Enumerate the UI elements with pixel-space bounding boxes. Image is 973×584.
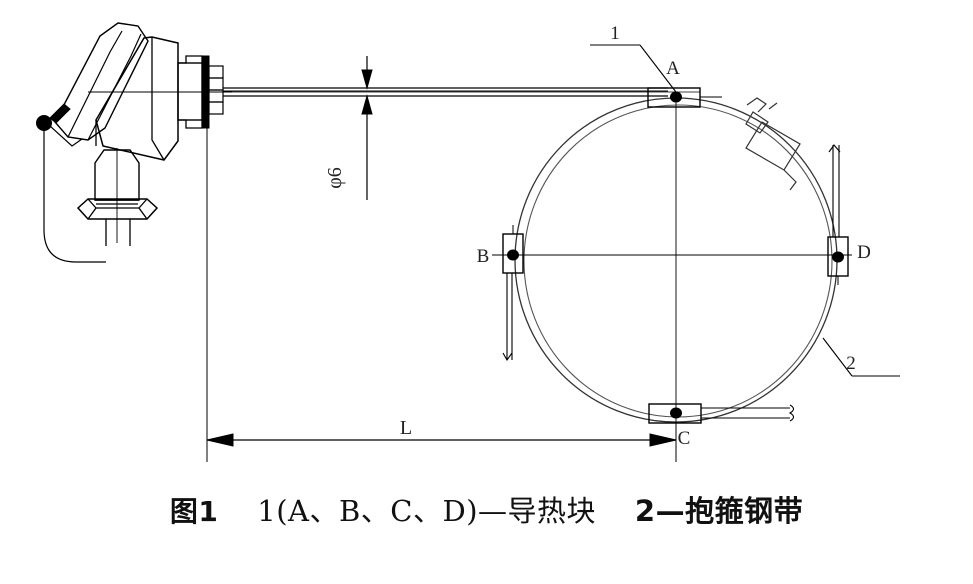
process-connection-nut: [76, 149, 159, 246]
block-c-label: C: [678, 428, 691, 449]
figure-caption: 图1 1(A、B、C、D)—导热块 2—抱箍钢带: [0, 488, 973, 530]
callout-1-leader: [590, 44, 680, 97]
block-d-label: D: [857, 242, 871, 263]
callout-1-label: 1: [610, 23, 620, 44]
diameter-label: φ6: [324, 167, 346, 189]
caption-item-1: 1(A、B、C、D)—导热块: [257, 494, 597, 528]
block-b: [502, 225, 524, 362]
diameter-dimension-group: [361, 56, 373, 200]
length-label: L: [400, 417, 412, 439]
block-b-label: B: [477, 246, 490, 267]
length-dimension-group: [206, 128, 677, 462]
block-d: [827, 144, 849, 285]
probe-stem-tube: [164, 87, 700, 97]
block-a-label: A: [666, 58, 680, 79]
callout-2-label: 2: [846, 353, 856, 374]
callout-2-leader: [822, 337, 900, 377]
figure-number: 图1: [169, 495, 219, 528]
band-tensioner-buckle: [745, 97, 801, 191]
clamp-centerlines: [492, 97, 852, 425]
head-cover: [54, 22, 149, 141]
block-c: [648, 403, 795, 424]
caption-item-2: 2—抱箍钢带: [634, 494, 804, 528]
thermocouple-head-assembly: [36, 22, 232, 263]
safety-chain: [36, 103, 106, 263]
